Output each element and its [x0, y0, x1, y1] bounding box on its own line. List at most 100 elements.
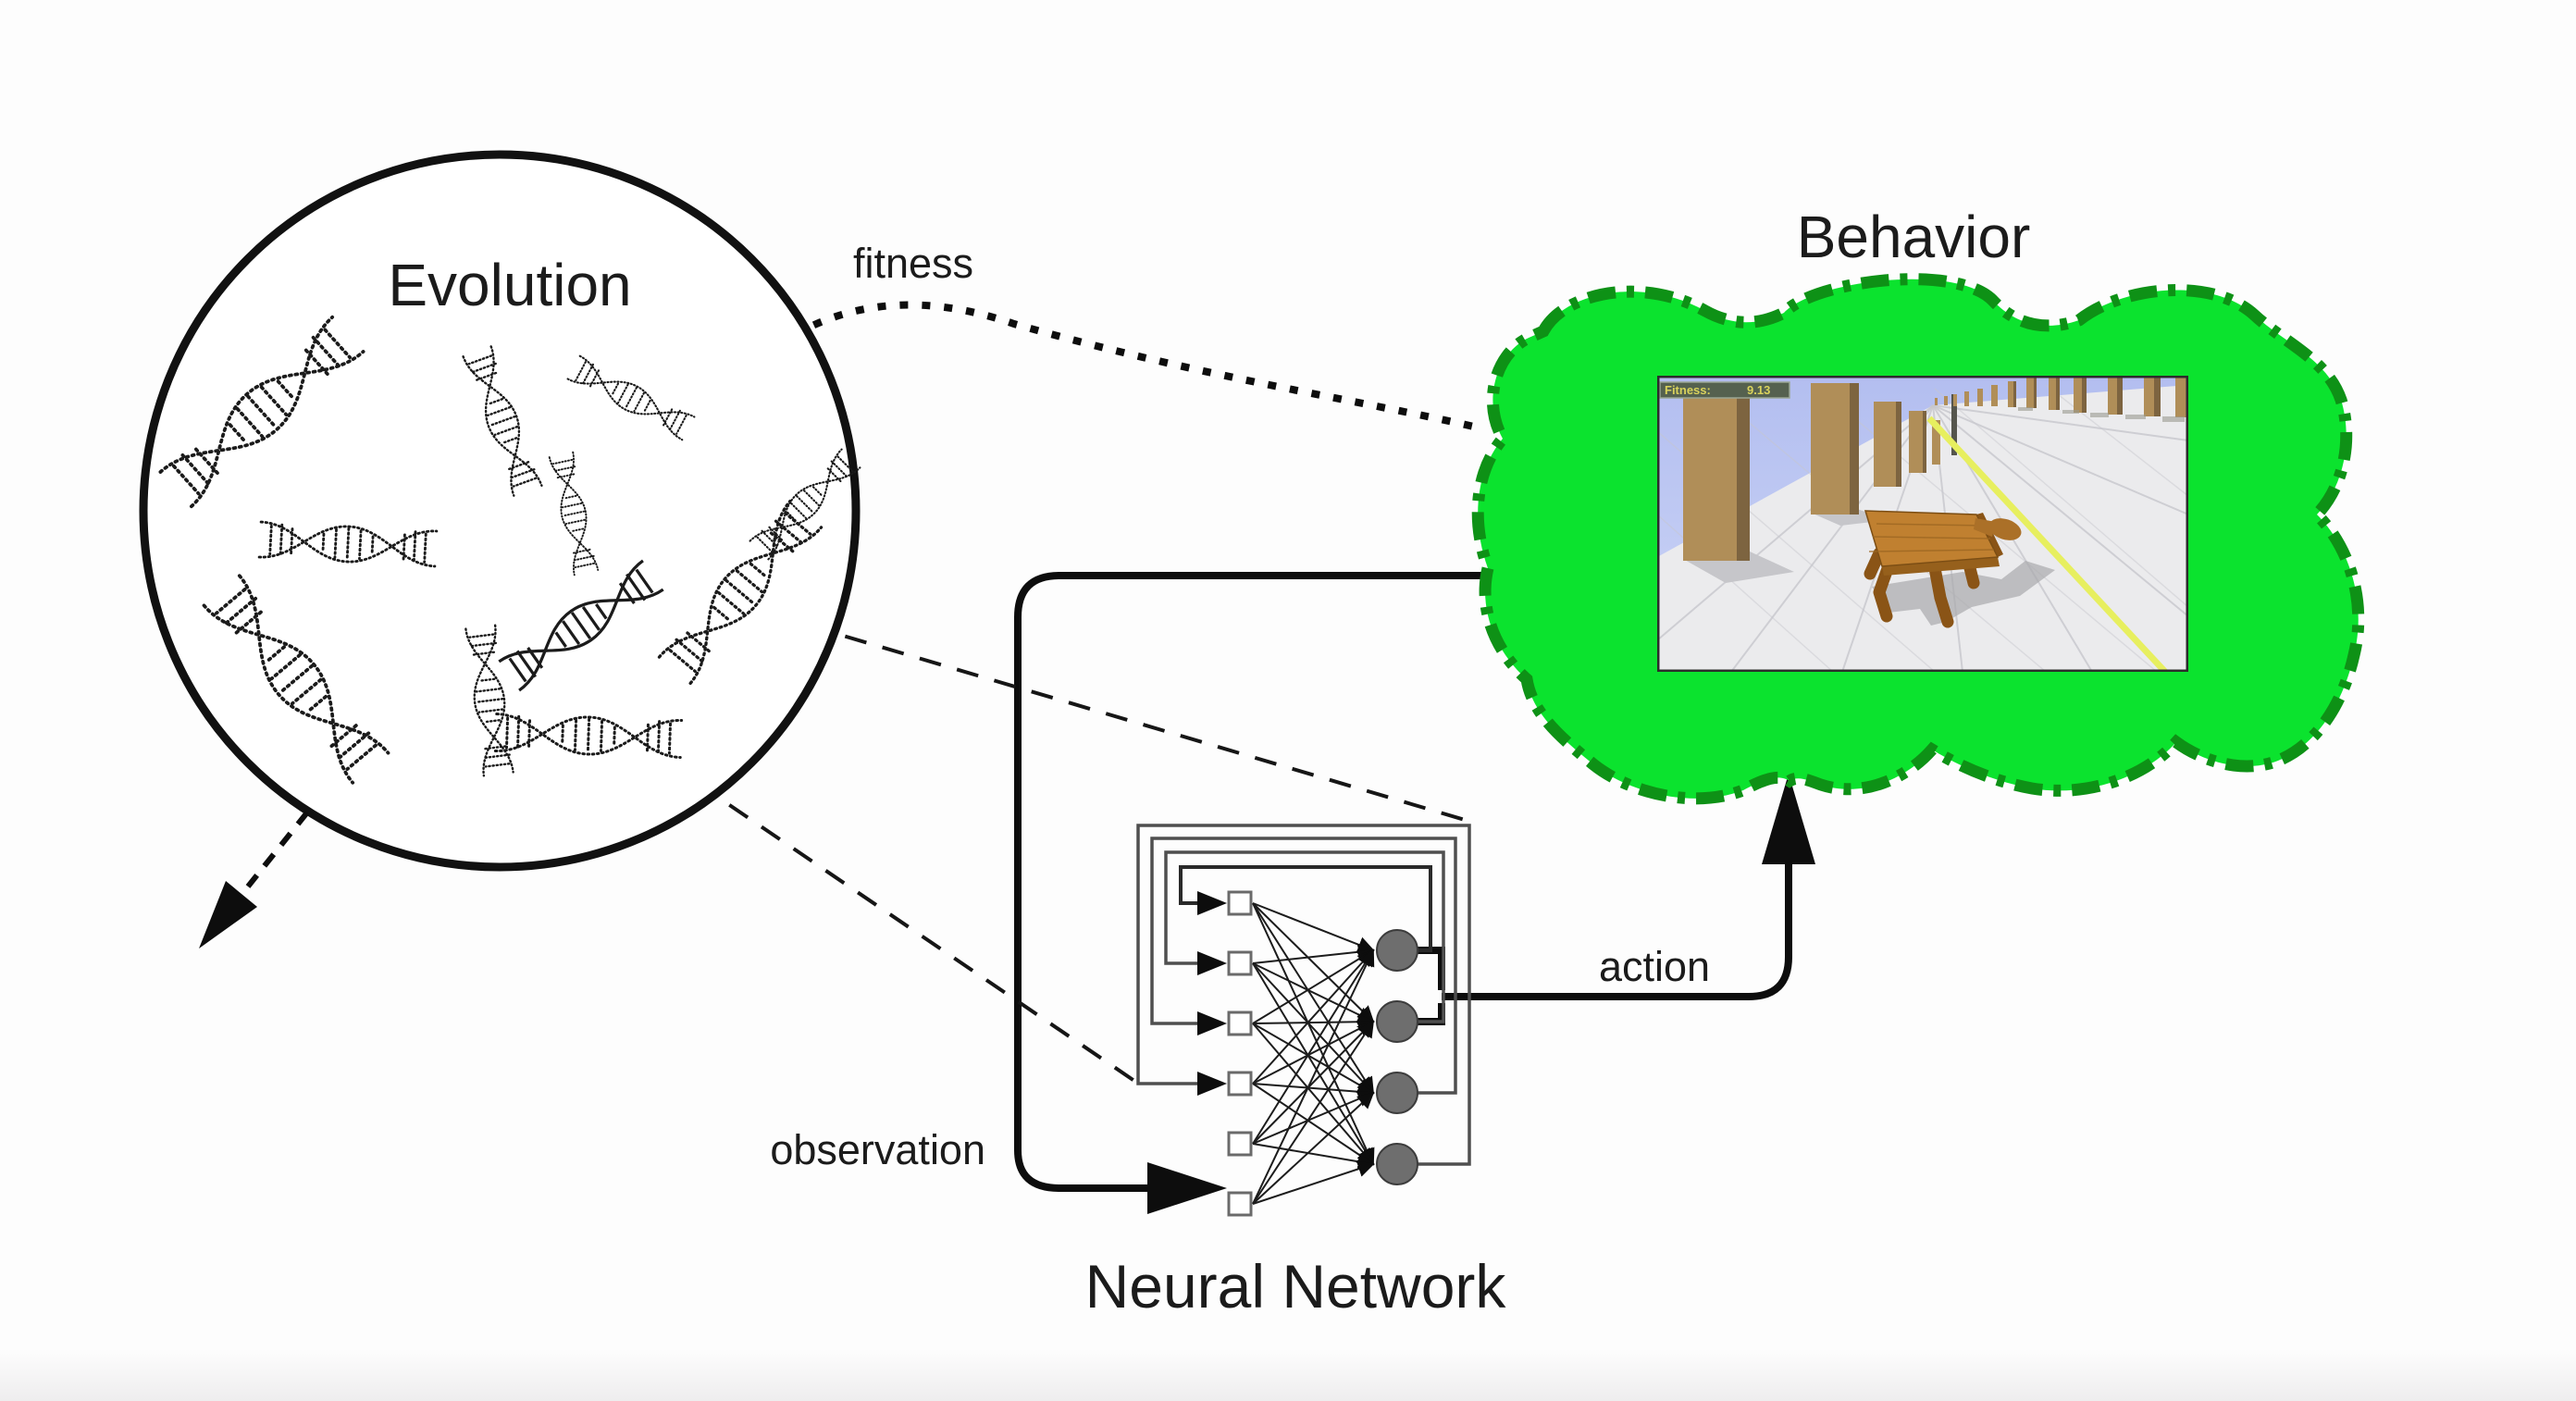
nn-connection: [1252, 1160, 1375, 1205]
action-arrow: action: [1418, 774, 1815, 1025]
pillar: [1896, 402, 1901, 487]
nn-connection: [1252, 1091, 1375, 1145]
pillar: [1737, 392, 1750, 561]
pillar: [1850, 383, 1859, 515]
pillar-shadow: [2018, 407, 2033, 411]
nn-connection: [1252, 1013, 1375, 1031]
nn-output-layer: [1376, 929, 1418, 1185]
nn-input-square: [1227, 950, 1253, 976]
pillar-shadow: [2162, 416, 2185, 422]
nn-input-square: [1227, 1131, 1253, 1157]
nn-connection: [1252, 949, 1375, 1024]
evolution-circle: [139, 150, 861, 872]
robot-shadow: [1872, 561, 2055, 626]
nn-connection: [1252, 1091, 1375, 1205]
pillar: [1935, 398, 1938, 405]
nn-connection: [1252, 962, 1374, 1166]
pillar: [1991, 385, 1998, 406]
pillar: [1951, 394, 1957, 455]
wood-grain: [1868, 523, 1995, 552]
robot-body-edge: [1882, 557, 2000, 576]
neural-network-label: Neural Network: [1085, 1252, 1507, 1320]
nn-output-circle: [1376, 929, 1418, 972]
action-arrowhead-icon: [1762, 774, 1815, 864]
sim-border: [1657, 376, 2188, 672]
nn-connection: [1252, 1023, 1375, 1094]
nn-input-arrow-icon: [1197, 951, 1227, 975]
observation-arrow: observation: [770, 572, 1506, 1214]
nn-connection: [1252, 962, 1375, 1095]
nn-connection: [1252, 962, 1375, 1023]
pillar: [1944, 396, 1948, 405]
fitness-label: fitness: [853, 240, 973, 287]
pillar: [1923, 411, 1926, 473]
pillar: [2056, 376, 2060, 410]
observation-arrowhead-icon: [1147, 1162, 1227, 1214]
robot-leg: [1928, 562, 1954, 628]
selection-discard-arrow: [199, 811, 310, 948]
neural-network: Neural Network: [1085, 824, 1507, 1320]
pillar-shadow: [2062, 410, 2079, 414]
yellow-guide-line: [1926, 415, 2168, 672]
nn-connection: [1252, 1083, 1375, 1100]
action-label: action: [1599, 943, 1710, 990]
footer-bar: [0, 1349, 2576, 1401]
pillar: [2082, 376, 2087, 413]
behavior-label: Behavior: [1797, 204, 2031, 270]
nn-connection: [1252, 902, 1374, 1095]
nn-input-arrow-icon: [1197, 1011, 1227, 1035]
genome-mapping-line: [658, 579, 1466, 822]
nn-connection: [1252, 1143, 1375, 1171]
nn-connections: [1252, 902, 1375, 1205]
evolution-label: Evolution: [388, 252, 631, 318]
sim-screenshot: Fitness: 9.13: [1657, 376, 2188, 672]
behavior: Behavior: [1471, 204, 2365, 805]
pillar: [2026, 378, 2036, 408]
pillar: [2013, 381, 2016, 407]
discard-arrowhead-icon: [199, 881, 257, 948]
pillar: [1683, 392, 1737, 561]
pillar: [2049, 376, 2059, 410]
nn-connection: [1252, 902, 1375, 1023]
evolution-population: Evolution: [139, 150, 861, 948]
nn-input-square: [1227, 890, 1253, 916]
observation-label: observation: [770, 1126, 985, 1173]
nn-connection: [1252, 948, 1375, 1205]
pillar: [1874, 402, 1896, 487]
nn-connection: [1252, 1023, 1375, 1166]
pillar: [1964, 391, 1969, 406]
pillar: [2154, 376, 2161, 416]
nn-connection: [1252, 1020, 1375, 1145]
pillar: [1909, 411, 1923, 473]
nn-connection: [1252, 902, 1375, 953]
pillar: [2034, 378, 2037, 408]
pillar: [1977, 389, 1983, 406]
nn-input-layer: [1227, 890, 1253, 1217]
robot-head: [1988, 518, 2022, 540]
nn-recurrent-loop: [1136, 824, 1471, 1166]
nn-connection: [1252, 948, 1374, 1145]
pillar: [2008, 381, 2015, 407]
sim-left-pillars: [1683, 383, 1957, 561]
pillar: [1953, 394, 1957, 406]
nn-input-arrow-icon: [1197, 891, 1227, 915]
hud-fitness-value: 9.13: [1747, 383, 1770, 397]
hud-fitness-label: Fitness:: [1665, 383, 1711, 397]
robot-creature: [1864, 510, 2022, 628]
nn-connection: [1252, 1021, 1375, 1085]
pillar: [1811, 383, 1850, 515]
nn-input-square: [1227, 1191, 1253, 1217]
nn-output-circle: [1376, 1143, 1418, 1185]
pillar-shadow: [2125, 415, 2146, 419]
nn-connection: [1252, 1083, 1375, 1166]
nn-output-circle: [1376, 1000, 1418, 1043]
nn-input-square: [1227, 1010, 1253, 1036]
nn-input-square: [1227, 1071, 1253, 1097]
nn-recurrent-loop: [1150, 837, 1457, 1095]
pillar-shadow: [2090, 413, 2109, 417]
nn-input-arrow-icon: [1197, 1072, 1227, 1096]
pillar: [2117, 376, 2123, 415]
sim-right-pillars: [1935, 376, 2187, 422]
nn-recurrent-loop: [1164, 850, 1445, 1023]
